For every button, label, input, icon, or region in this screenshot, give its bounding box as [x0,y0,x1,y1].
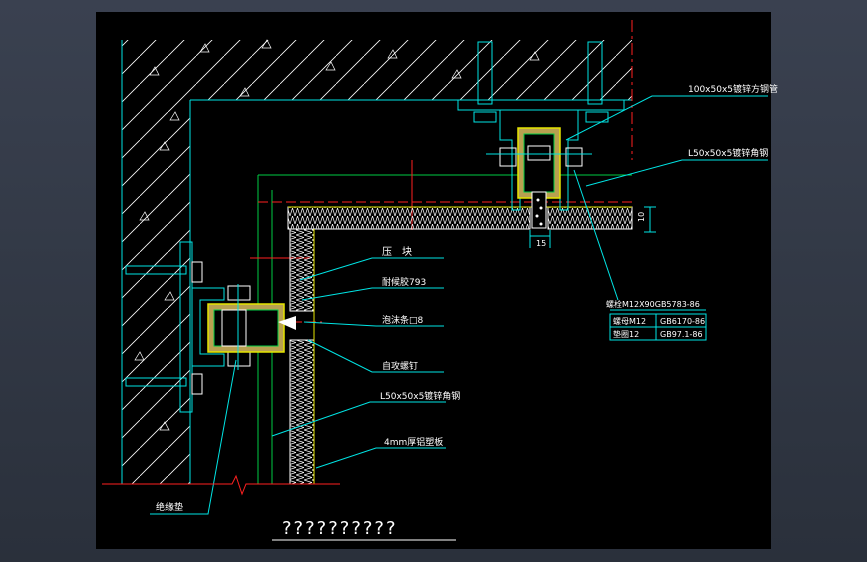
dim-15-label: 15 [536,239,546,248]
bolt-row2b: GB6170-86 [660,317,705,326]
dim-10-label: 10 [637,212,646,222]
label-angle-top: L50x50x5镀锌角钢 [688,147,768,159]
ground-line [102,474,340,496]
dimension-15 [529,230,551,248]
leader-lines-left [150,257,446,515]
bolt-row2a: 螺母M12 [613,316,646,326]
side-panel [289,228,315,485]
drawing-title: ?????????? [282,518,398,539]
drawing-sheet[interactable]: 15 10 100x50x5镀锌方钢管 L50x50x5镀锌角钢 压 块 耐候胶… [96,12,778,549]
top-panel [287,206,633,230]
cad-drawing: 15 10 100x50x5镀锌方钢管 L50x50x5镀锌角钢 压 块 耐候胶… [102,20,778,541]
label-screw: 自攻螺钉 [382,360,418,372]
label-panel: 4mm厚铝塑板 [384,436,443,448]
concrete-wall [121,20,633,484]
label-angle-left: L50x50x5镀锌角钢 [380,390,460,402]
bolt-row1: 螺栓M12X90GB5783-86 [606,299,700,309]
label-block: 压 块 [382,246,412,258]
top-steel-tube [457,41,625,229]
label-sealant: 耐候胶793 [382,276,426,288]
bolt-table: 螺栓M12X90GB5783-86 螺母M12 GB6170-86 垫圈12 G… [606,299,707,341]
left-bracket [125,241,296,413]
label-foam-rod: 泡沫条□8 [382,314,424,326]
label-tube: 100x50x5镀锌方钢管 [688,83,778,95]
label-insulation: 绝缘垫 [156,501,183,513]
dimension-10 [644,206,656,233]
leader-lines-right [565,95,768,301]
bolt-row3a: 垫圈12 [613,329,639,339]
bolt-row3b: GB97.1-86 [660,330,703,339]
